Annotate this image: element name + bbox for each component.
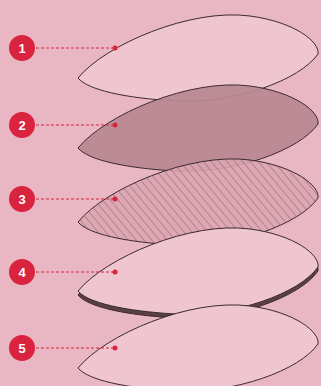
layer-shape — [78, 85, 318, 171]
callout-number: 5 — [9, 335, 35, 361]
leader-dot — [113, 46, 118, 51]
layer-shape — [78, 305, 318, 386]
callout-number: 2 — [9, 112, 35, 138]
leader-line — [36, 272, 114, 273]
leader-line — [36, 348, 114, 349]
leader-dot — [113, 270, 118, 275]
callout-number: 1 — [9, 35, 35, 61]
callout-number: 4 — [9, 259, 35, 285]
leader-dot — [113, 123, 118, 128]
leader-line — [36, 48, 114, 49]
leader-line — [36, 199, 114, 200]
leader-dot — [113, 197, 118, 202]
layer-shape — [78, 228, 318, 314]
callout-number: 3 — [9, 186, 35, 212]
leader-dot — [113, 346, 118, 351]
leader-line — [36, 125, 114, 126]
